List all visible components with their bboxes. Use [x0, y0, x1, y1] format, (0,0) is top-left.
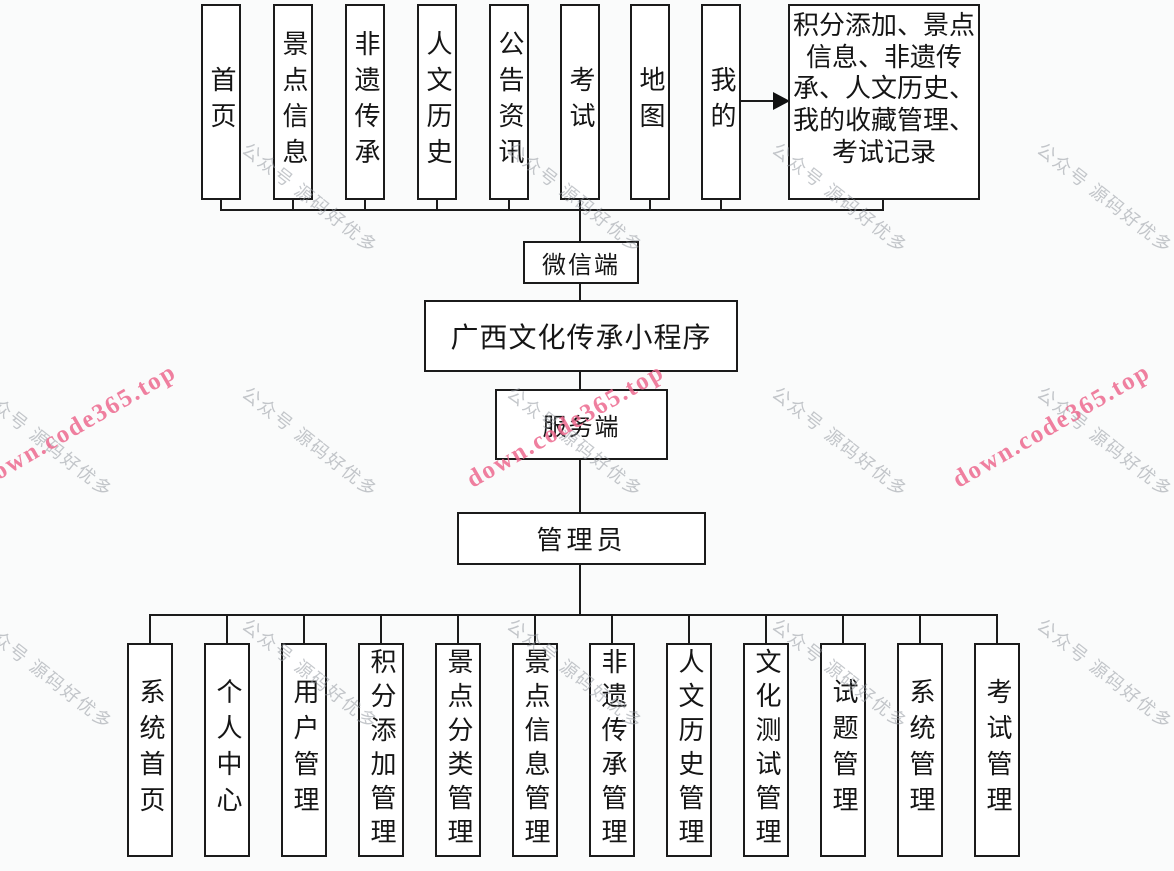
watermark-gray: 公众号 源码好优多: [1033, 139, 1174, 258]
watermark-gray: 公众号 源码好优多: [768, 383, 912, 502]
node-label: 微信端: [542, 253, 620, 279]
node-wechat-client: 微信端: [523, 241, 639, 284]
connector: [226, 614, 228, 644]
watermark-gray: 公众号 源码好优多: [0, 383, 117, 502]
arrow-line: [741, 100, 775, 102]
node-label: 系统管理: [906, 678, 935, 822]
node-app-title: 广西文化传承小程序: [424, 300, 738, 372]
connector: [579, 283, 581, 302]
node-culture-test-mgmt: 文化测试管理: [743, 643, 789, 857]
connector-bus-top: [220, 209, 884, 211]
connector: [436, 199, 438, 211]
node-mine: 我的: [701, 4, 741, 200]
connector: [364, 199, 366, 211]
connector: [688, 614, 690, 644]
node-label: 非遗传承: [351, 30, 380, 174]
node-system-home: 系统首页: [127, 643, 173, 857]
node-points-mgmt: 积分添加管理: [358, 643, 404, 857]
connector-bus-bottom: [149, 614, 998, 616]
connector: [508, 199, 510, 211]
node-label: 考试: [566, 66, 595, 138]
node-heritage-mgmt: 非遗传承管理: [589, 643, 635, 857]
node-user-mgmt: 用户管理: [281, 643, 327, 857]
node-label: 文化测试管理: [752, 648, 781, 852]
node-mine-detail: 积分添加、景点信息、非遗传承、人文历史、我的收藏管理、考试记录: [788, 4, 980, 200]
node-label: 积分添加管理: [367, 648, 396, 852]
node-label: 景点分类管理: [444, 648, 473, 852]
node-server: 服务端: [495, 389, 668, 460]
node-label: 个人中心: [213, 678, 242, 822]
node-label: 人文历史: [423, 30, 452, 174]
node-label: 用户管理: [290, 678, 319, 822]
connector: [457, 614, 459, 644]
node-scenic-info: 景点信息: [273, 4, 313, 200]
node-label: 首页: [207, 66, 236, 138]
watermark-gray: 公众号 源码好优多: [1033, 615, 1174, 734]
node-announcements: 公告资讯: [489, 4, 529, 200]
node-exam: 考试: [560, 4, 600, 200]
connector: [649, 199, 651, 211]
node-system-mgmt: 系统管理: [897, 643, 943, 857]
connector: [720, 199, 722, 211]
node-label: 景点信息管理: [521, 648, 550, 852]
node-exam-mgmt: 考试管理: [974, 643, 1020, 857]
connector: [765, 614, 767, 644]
node-label: 服务端: [542, 415, 621, 441]
node-scenic-info-mgmt: 景点信息管理: [512, 643, 558, 857]
node-label: 地图: [636, 66, 665, 138]
connector: [842, 614, 844, 644]
node-history-mgmt: 人文历史管理: [666, 643, 712, 857]
node-label: 公告资讯: [495, 30, 524, 174]
arrow-head-icon: [773, 92, 790, 110]
node-label: 试题管理: [829, 678, 858, 822]
node-label: 管理员: [536, 526, 627, 555]
connector: [579, 371, 581, 390]
node-label: 景点信息: [279, 30, 308, 174]
watermark-gray: 公众号 源码好优多: [0, 615, 117, 734]
node-personal-center: 个人中心: [204, 643, 250, 857]
connector: [919, 614, 921, 644]
node-label: 考试管理: [983, 678, 1012, 822]
node-heritage: 非遗传承: [345, 4, 385, 200]
node-admin: 管理员: [457, 512, 706, 565]
connector: [579, 459, 581, 513]
connector: [149, 614, 151, 644]
node-home: 首页: [201, 4, 241, 200]
connector: [380, 614, 382, 644]
connector: [882, 199, 884, 211]
node-label: 我的: [707, 66, 736, 138]
watermark-gray: 公众号 源码好优多: [1033, 383, 1174, 502]
node-question-mgmt: 试题管理: [820, 643, 866, 857]
node-label: 人文历史管理: [675, 648, 704, 852]
connector: [534, 614, 536, 644]
node-label: 非遗传承管理: [598, 648, 627, 852]
connector: [579, 199, 581, 211]
connector: [579, 564, 581, 616]
page-title: 广西文化传承小程序: [450, 323, 712, 354]
watermark-pink: down.code365.top: [948, 358, 1156, 494]
connector: [292, 199, 294, 211]
node-label: 系统首页: [136, 678, 165, 822]
connector: [611, 614, 613, 644]
node-map: 地图: [630, 4, 670, 200]
watermark-pink: down.code365.top: [0, 358, 182, 494]
node-history: 人文历史: [417, 4, 457, 200]
connector: [579, 209, 581, 242]
connector: [996, 614, 998, 644]
connector: [303, 614, 305, 644]
watermark-gray: 公众号 源码好优多: [238, 383, 382, 502]
node-label: 积分添加、景点信息、非遗传承、人文历史、我的收藏管理、考试记录: [792, 11, 975, 167]
connector: [220, 199, 222, 211]
node-scenic-category-mgmt: 景点分类管理: [435, 643, 481, 857]
